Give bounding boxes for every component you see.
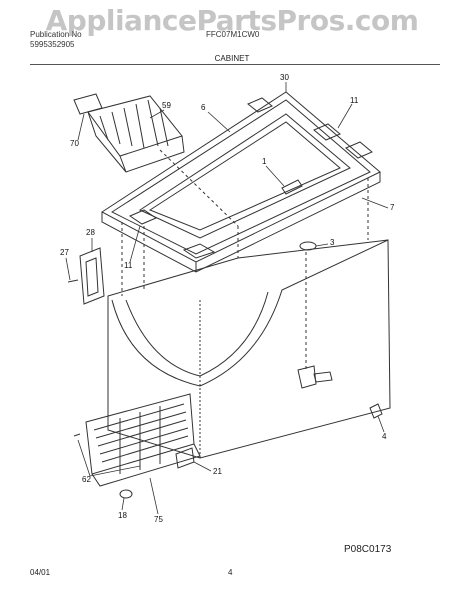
- footer-page: 4: [228, 568, 233, 577]
- callout-59: 59: [162, 101, 171, 110]
- callout-11-left: 11: [124, 261, 133, 270]
- callout-21: 21: [213, 467, 222, 476]
- callout-27: 27: [60, 248, 69, 257]
- callout-62: 62: [82, 475, 91, 484]
- callout-labels: 30 11 6 59 70 1 7 3 28 27 11 21 4 62 18 …: [60, 73, 395, 524]
- hinge-part: [79, 247, 105, 305]
- section-title: CABINET: [214, 54, 250, 63]
- watermark: AppliancePartsPros.com: [45, 4, 419, 37]
- callout-75: 75: [154, 515, 163, 524]
- publication-label: Publication No: [30, 30, 82, 39]
- callout-3: 3: [330, 238, 335, 247]
- diagram-code: P08C0173: [344, 544, 392, 555]
- callout-11-top: 11: [350, 96, 359, 105]
- model-number: FFC07M1CW0: [206, 30, 260, 39]
- callout-7: 7: [390, 203, 395, 212]
- lid-frame: [101, 91, 381, 263]
- callout-30: 30: [280, 73, 289, 82]
- callout-28: 28: [86, 228, 95, 237]
- callout-4: 4: [382, 432, 387, 441]
- footer-date: 04/01: [30, 568, 51, 577]
- callout-6: 6: [201, 103, 206, 112]
- publication-number: 5995352905: [30, 40, 75, 49]
- cabinet-body: [107, 239, 391, 459]
- callout-1: 1: [262, 157, 267, 166]
- header-rule: [30, 64, 440, 65]
- handle-part: [281, 179, 303, 195]
- callout-18: 18: [118, 511, 127, 520]
- callout-70: 70: [70, 139, 79, 148]
